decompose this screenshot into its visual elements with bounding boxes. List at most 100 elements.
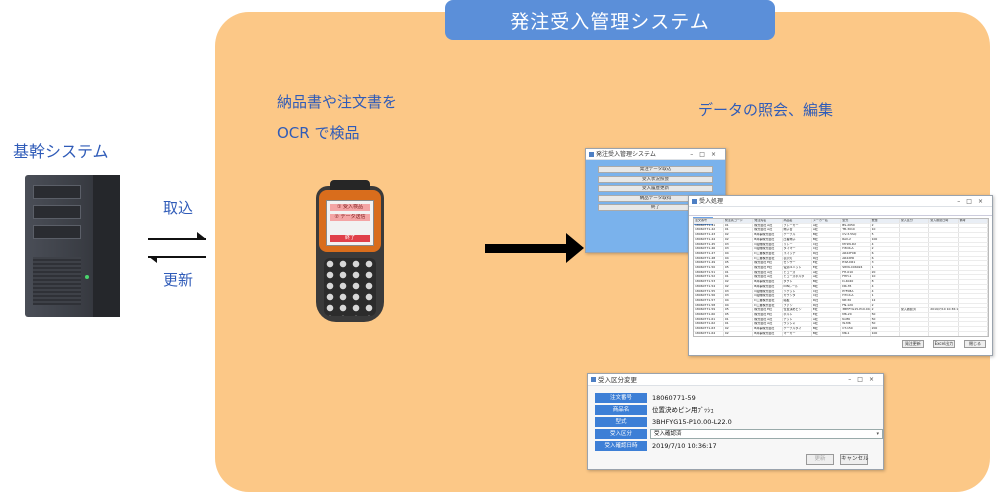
product-label: 商品名 xyxy=(595,405,647,415)
grid-column-header[interactable]: 受入確認日時 xyxy=(928,219,959,224)
table-cell: ソケット xyxy=(782,289,812,295)
handheld-keypad xyxy=(324,258,376,316)
grid-column-header[interactable]: 注文番号 xyxy=(694,219,724,224)
table-cell: ブレーカー xyxy=(782,223,812,229)
table-cell: 04 xyxy=(723,251,754,257)
table-cell: 2 xyxy=(870,307,900,314)
table-cell: A社 xyxy=(811,223,842,229)
table-cell xyxy=(899,289,930,295)
menu-button-status[interactable]: 受入状況照会 xyxy=(598,175,713,183)
grid-column-header[interactable]: 受入区分 xyxy=(899,219,930,224)
table-cell: D工業株式会社 xyxy=(752,303,783,309)
table-cell: N-M6 xyxy=(840,317,871,323)
table-cell: D工業株式会社 xyxy=(752,298,783,304)
table-cell: C社 xyxy=(811,246,842,252)
menu-button-history[interactable]: 受入履歴更新 xyxy=(598,185,713,192)
handheld-item-inspection[interactable]: ① 受入検品 xyxy=(330,204,370,211)
grid-column-header[interactable]: 商品名 xyxy=(782,219,812,224)
grid-column-header[interactable]: 型式 xyxy=(840,219,871,224)
table-cell xyxy=(899,284,930,290)
data-grid[interactable]: 注文番号発注先コード発注先名商品名メーカー名型式数量受入区分受入確認日時備考 1… xyxy=(693,218,989,337)
model-value: 3BHFYG15-P10.00-L22.0 xyxy=(652,418,732,426)
grid-column-header[interactable]: 備考 xyxy=(958,219,988,224)
table-cell: 株式会社 E社 xyxy=(752,260,783,267)
table-cell: D社 xyxy=(811,256,842,262)
menu-button-import[interactable]: 発注データ取込 xyxy=(598,166,713,173)
table-cell: 18060771-48 xyxy=(694,256,724,262)
close-button[interactable]: 閉じる xyxy=(964,340,986,348)
table-cell: 01 xyxy=(723,270,754,276)
table-cell: 株式会社 A社 xyxy=(752,317,783,323)
table-cell: 18060771-63 xyxy=(694,326,724,332)
table-cell: ヒューズ xyxy=(782,270,812,276)
app-icon xyxy=(589,152,594,157)
table-cell: ダクト xyxy=(782,279,812,285)
window-controls[interactable]: –□× xyxy=(957,198,989,205)
table-cell: 04 xyxy=(723,298,754,304)
table-cell xyxy=(928,242,959,248)
table-cell: 01 xyxy=(723,317,754,323)
table-cell: 表示灯 xyxy=(782,256,812,262)
table-cell: 10 xyxy=(870,274,900,281)
table-cell xyxy=(899,251,930,257)
table-cell xyxy=(958,246,988,252)
order-update-button[interactable]: 発注更新 xyxy=(901,340,924,348)
category-label: 受入区分 xyxy=(595,429,647,439)
grid-column-header[interactable]: メーカー名 xyxy=(811,219,842,224)
handheld-item-send[interactable]: ② データ送信 xyxy=(330,214,370,221)
table-cell: 18060771-53 xyxy=(694,279,724,285)
window-controls[interactable]: –□× xyxy=(848,376,880,383)
update-button[interactable]: 更新 xyxy=(806,454,834,465)
excel-export-button[interactable]: Excel出力 xyxy=(932,340,955,348)
table-cell: 04 xyxy=(723,256,754,262)
datetime-value: 2019/7/10 10:36:17 xyxy=(652,442,717,450)
grid-tabs: 発注 受入履歴 xyxy=(689,207,992,225)
table-cell xyxy=(928,303,959,309)
table-cell: ナット xyxy=(782,317,812,323)
table-cell: 03 xyxy=(723,289,754,295)
window-controls[interactable]: –□× xyxy=(690,151,722,158)
table-cell: MY2N-D2 xyxy=(840,242,871,248)
grid-column-header[interactable]: 数量 xyxy=(870,219,900,224)
grid-column-header[interactable]: 発注先名 xyxy=(752,219,783,224)
grid-column-header[interactable]: 発注先コード xyxy=(723,219,754,224)
table-cell: 株式会社 E社 xyxy=(752,312,783,318)
data-edit-caption: データの照会、編集 xyxy=(698,101,834,119)
table-cell: B商事株式会社 xyxy=(752,232,783,238)
handheld-exit-button[interactable]: 終了 xyxy=(330,235,370,242)
table-cell: E3Z-D61 xyxy=(840,260,871,267)
table-cell: A社 xyxy=(811,321,842,328)
table-cell xyxy=(958,260,988,267)
table-cell xyxy=(928,237,959,243)
cancel-button[interactable]: キャンセル xyxy=(840,454,869,465)
table-cell: 1 xyxy=(870,265,900,271)
table-cell: NP-30 xyxy=(840,298,871,304)
table-cell xyxy=(928,274,959,281)
category-select[interactable]: 受入確認済 ▾ xyxy=(650,429,883,439)
table-cell: 3 xyxy=(870,336,899,337)
